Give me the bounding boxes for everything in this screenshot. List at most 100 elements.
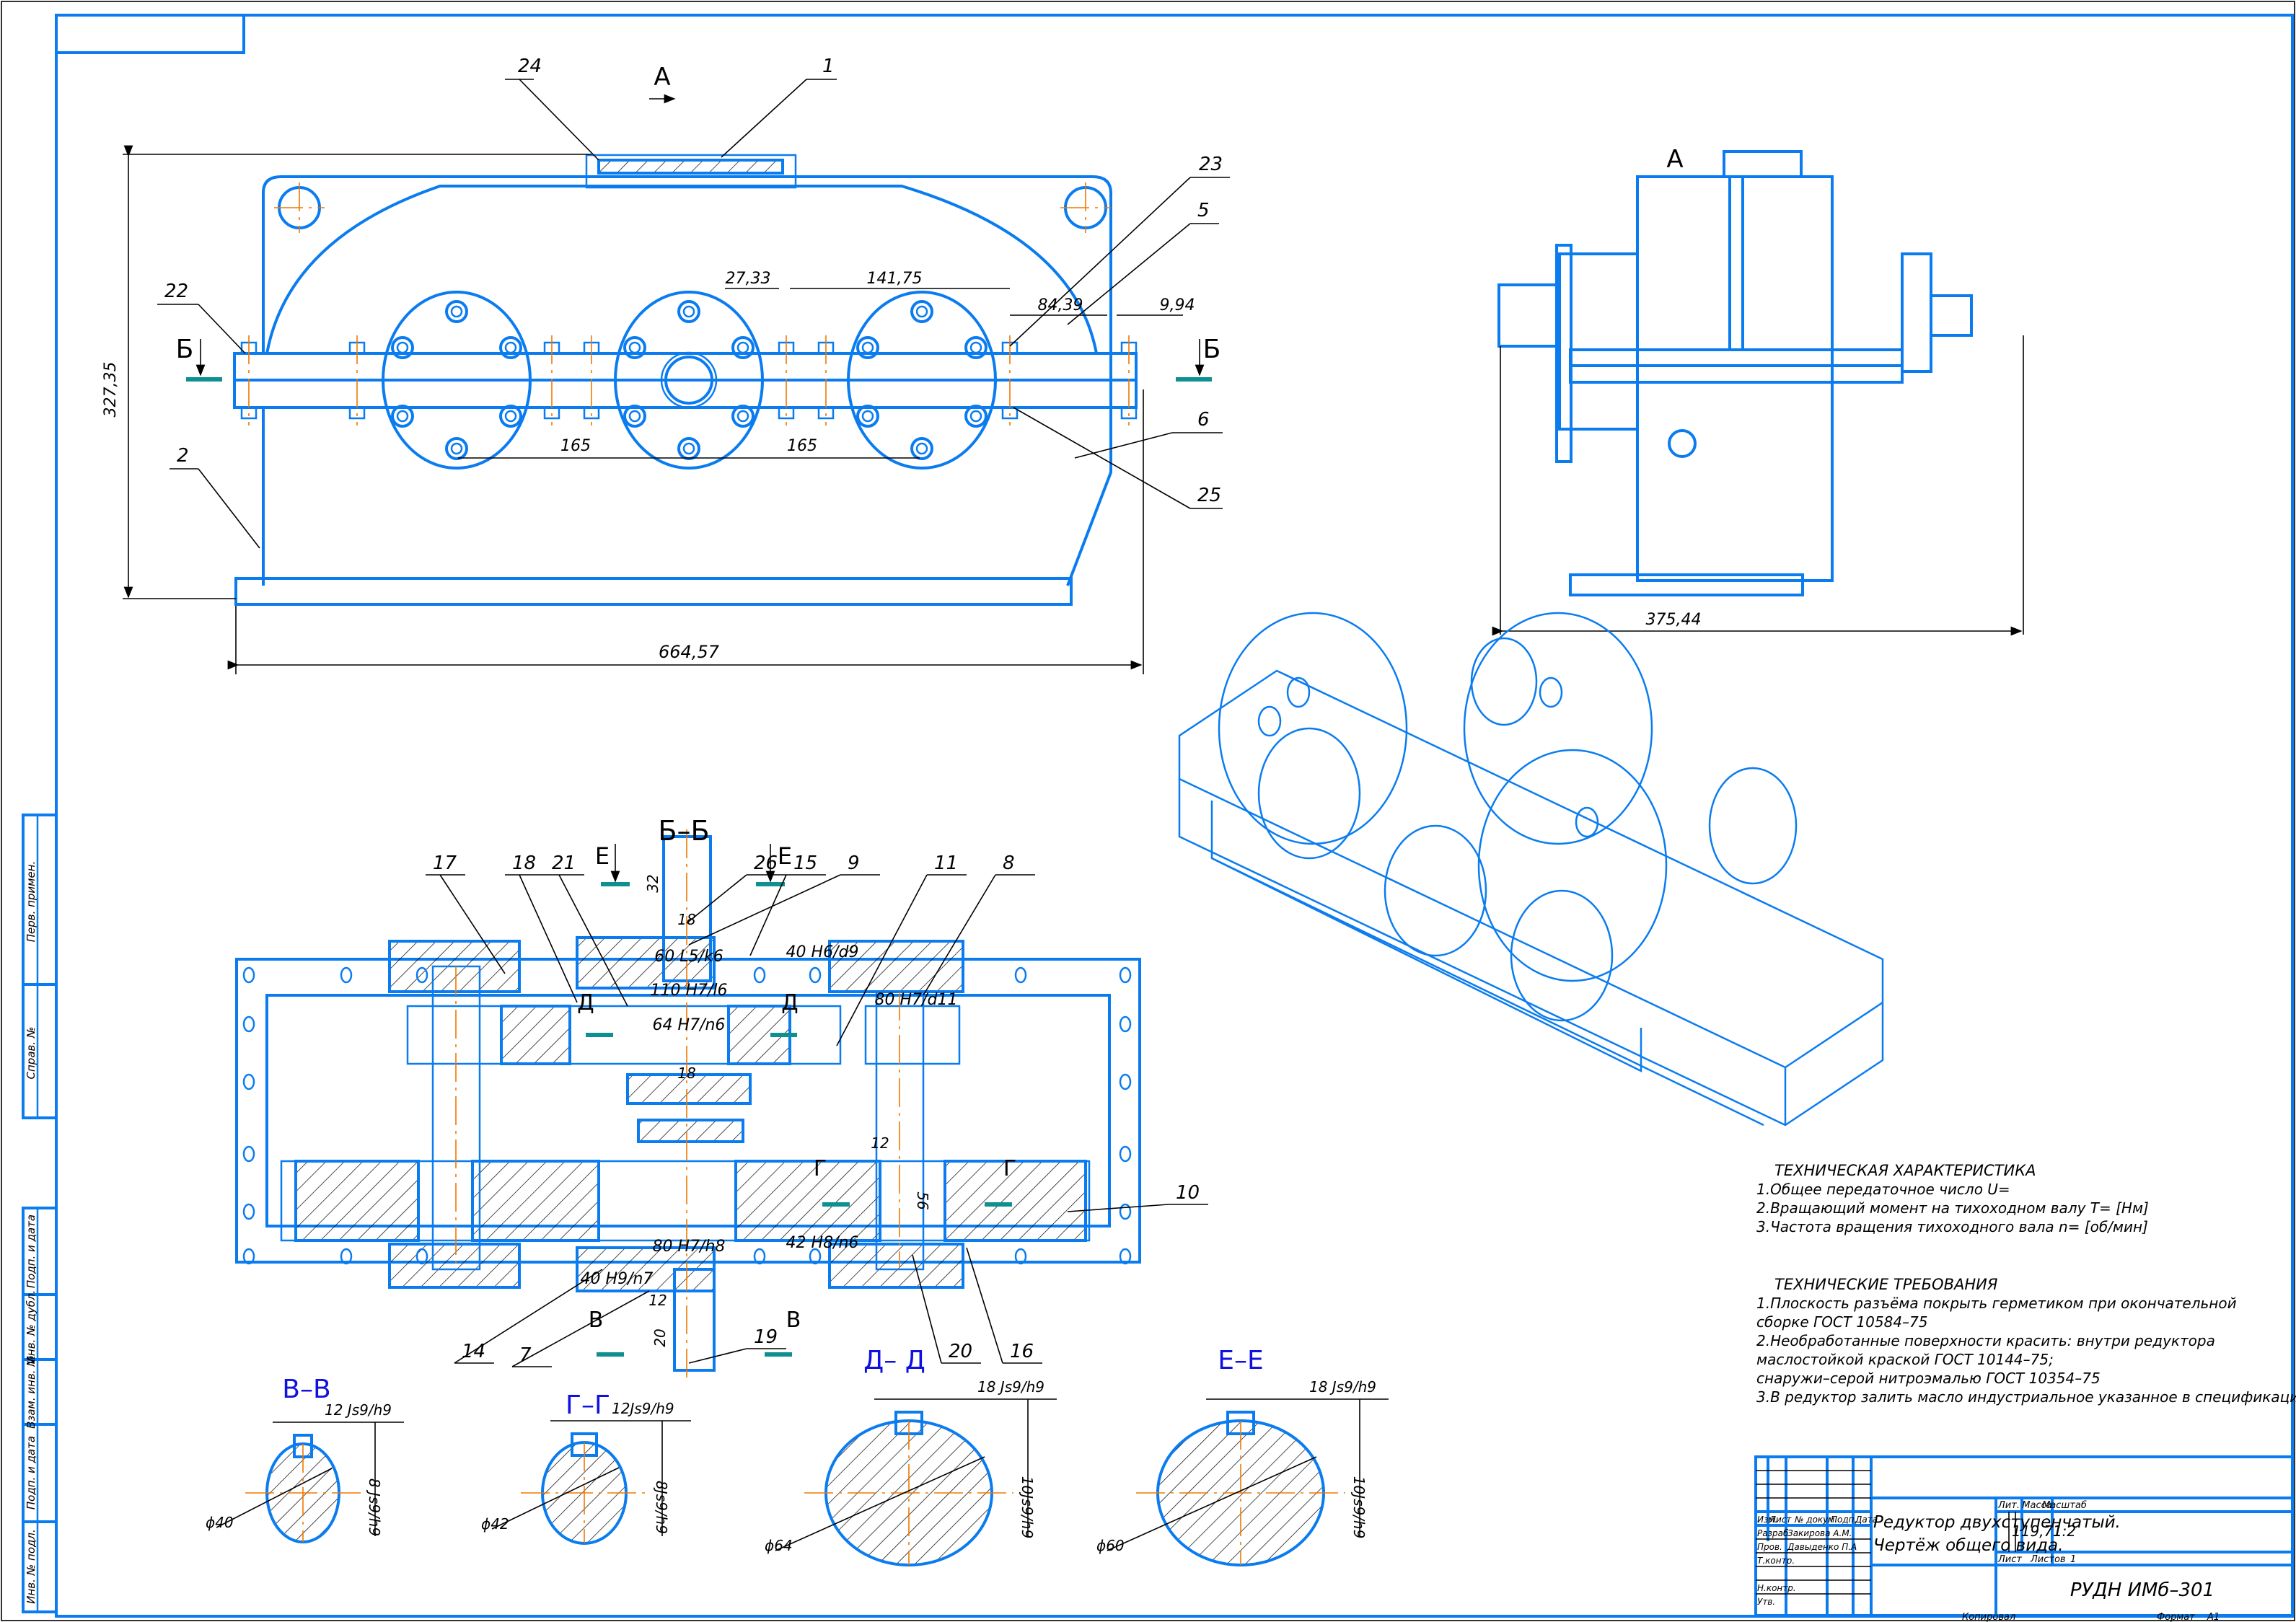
tb-head-doc: № докум. [1794, 1515, 1837, 1525]
bolt-hole-icon [915, 442, 928, 455]
bolt-head-icon [856, 405, 879, 428]
dim-32: 32 [644, 874, 661, 892]
strip-label: Подп. и дата [25, 1215, 38, 1288]
depth-fit: 10Js9/h9 [1350, 1476, 1368, 1539]
key-fit: 18 Js9/h9 [1309, 1378, 1376, 1396]
tech-req-title: ТЕХНИЧЕСКИЕ ТРЕБОВАНИЯ [1774, 1276, 1998, 1293]
strip-label: Взам. инв. № [25, 1355, 38, 1429]
tb-name: Закирова А.М. [1787, 1528, 1852, 1538]
flange-hole-icon [340, 1248, 353, 1265]
tech-req-line: 3.В редуктор залить масло индустриальное… [1756, 1388, 2296, 1406]
leader-2: 2 [177, 445, 189, 467]
nut-icon [778, 406, 795, 420]
leader-18: 18 [512, 852, 536, 874]
leader-1: 1 [822, 56, 835, 77]
key-fit: 18 Js9/h9 [977, 1378, 1044, 1396]
dim-overall-length: 664,57 [659, 642, 720, 662]
leader-16: 16 [1010, 1341, 1034, 1362]
dim-141: 141,75 [867, 270, 923, 288]
bolt-hole-icon [861, 341, 874, 354]
flange-hole-icon [242, 1248, 255, 1265]
tb-role: Пров. [1757, 1542, 1782, 1552]
left-strip: Перв. примен. Справ. № Подп. и дата Инв.… [22, 814, 58, 1613]
leader-17: 17 [433, 852, 457, 874]
strip-label: Подп. и дата [25, 1436, 38, 1509]
dim-165-a: 165 [560, 437, 591, 455]
bolt-hole-icon [969, 410, 982, 423]
tb-mass-value: 119,71 [2012, 1522, 2062, 1540]
copied-label: Копировал [1962, 1612, 2015, 1622]
tb-role: Т.контр. [1757, 1556, 1795, 1566]
bolt-hole-icon [915, 305, 928, 318]
bolt-hole-icon [628, 410, 641, 423]
leader-26: 26 [754, 852, 778, 874]
bolt-head-icon [731, 336, 755, 359]
cross-section-title: Д– Д [863, 1346, 925, 1375]
flange-hole-icon [1014, 966, 1027, 984]
dim-12-b: 12 [648, 1292, 667, 1309]
cross-section-title: Г–Г [566, 1390, 610, 1420]
tb-title-1: Редуктор двухступенчатый. [1873, 1513, 2121, 1532]
tb-head-date: Дата [1855, 1515, 1878, 1525]
bolt-hole-icon [504, 410, 517, 423]
corner-box [55, 14, 245, 54]
bolt-head-icon [499, 405, 522, 428]
leader-20: 20 [949, 1341, 972, 1362]
strip-label: Инв. № дубл. [25, 1290, 38, 1365]
flange-hole-icon [809, 966, 822, 984]
bolt-head-icon [391, 336, 414, 359]
tb-org: РУДН ИМб–301 [2070, 1579, 2214, 1601]
bolt-head-icon [445, 300, 468, 323]
bolt-hole-icon [628, 341, 641, 354]
nut-icon [240, 406, 258, 420]
bolt-hole-icon [861, 410, 874, 423]
bolt-head-icon [964, 336, 988, 359]
bolt-head-icon [445, 437, 468, 460]
side-view: 375,44 А [1492, 145, 2024, 636]
flange-hole-icon [415, 966, 428, 984]
nut-icon [583, 406, 600, 420]
diameter-label: ϕ60 [1096, 1537, 1125, 1554]
tech-req-line: маслостойкой краской ГОСТ 10144–75; [1756, 1351, 2054, 1368]
tech-req-line: 2.Необработанные поверхности красить: вн… [1756, 1332, 2215, 1349]
bolt-hole-icon [736, 410, 749, 423]
fit-42: 42 H8/n6 [786, 1234, 859, 1252]
flange-hole-icon [1119, 1248, 1132, 1265]
tb-sheets-value: 1 [2070, 1554, 2076, 1565]
cross-section-title: Е–Е [1218, 1346, 1264, 1375]
bolt-hole-icon [450, 442, 463, 455]
dim-12-a: 12 [871, 1134, 889, 1152]
bolt-head-icon [910, 300, 933, 323]
leader-8: 8 [1003, 852, 1015, 874]
tech-char-line: 3.Частота вращения тихоходного вала n= [… [1756, 1218, 2148, 1235]
tb-mass-label: Масса [2022, 1500, 2051, 1511]
fit-40-h6: 40 H6/d9 [786, 943, 859, 961]
depth-fit: 8Js9/h9 [653, 1481, 670, 1534]
tb-sheet-label: Лист [1997, 1554, 2022, 1565]
bolt-head-icon [677, 437, 700, 460]
diameter-label: ϕ42 [481, 1515, 509, 1533]
key-fit: 12 Js9/h9 [325, 1401, 392, 1419]
tb-scale-value: 1:2 [2053, 1522, 2076, 1540]
flange-hole-icon [242, 1073, 255, 1090]
dim-overall-height: 327,35 [102, 362, 120, 418]
leader-11: 11 [934, 852, 958, 874]
fit-40-h9: 40 H9/n7 [581, 1270, 654, 1288]
cross-section-title: В–В [282, 1375, 330, 1404]
tech-req-line: сборке ГОСТ 10584–75 [1756, 1313, 1928, 1331]
leader-23: 23 [1199, 154, 1223, 175]
leader-15: 15 [793, 852, 817, 874]
fit-80-h7d11: 80 H7/d11 [875, 991, 958, 1009]
leader-10: 10 [1176, 1182, 1200, 1204]
dim-56: 56 [914, 1191, 931, 1209]
front-view: 327,35 664,57 27,33 141,75 84,39 9,94 16… [102, 56, 1230, 674]
tech-char-line: 2.Вращающий момент на тихоходном валу T=… [1756, 1199, 2149, 1217]
tb-role: Разраб. [1757, 1528, 1791, 1538]
mark-d-left: Д [577, 990, 594, 1015]
flange-hole-icon [1119, 1145, 1132, 1163]
bolt-hole-icon [504, 341, 517, 354]
tech-char-line: 1.Общее передаточное число U= [1756, 1181, 2010, 1198]
dim-18-b: 18 [677, 1065, 695, 1082]
